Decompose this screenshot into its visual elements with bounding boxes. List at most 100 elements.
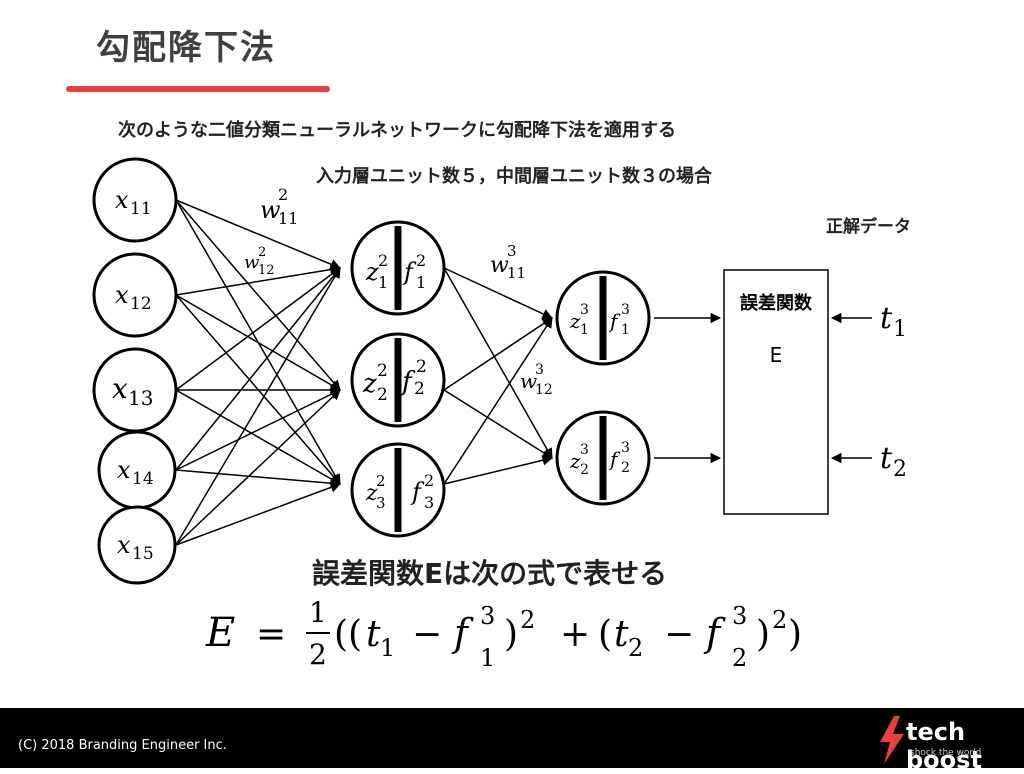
svg-text:2: 2 [628, 634, 643, 662]
svg-text:2: 2 [278, 185, 288, 204]
target-t1: t 1 [880, 301, 907, 342]
svg-text:z: z [365, 481, 378, 506]
weight-label-w3-11: w 3 11 [490, 242, 526, 282]
svg-text:z: z [569, 449, 581, 473]
svg-text:): ) [788, 614, 802, 655]
network-diagram: x 11 x 12 x 13 x 14 x 15 z 2 1 f 2 1 z 2… [92, 157, 907, 672]
svg-text:3: 3 [732, 602, 747, 630]
svg-text:2: 2 [258, 245, 266, 260]
svg-text:2: 2 [414, 379, 425, 399]
output-node-1: z 3 1 f 3 1 [555, 270, 651, 366]
weight-label-w3-12: w 3 12 [520, 362, 553, 398]
input-node-3: x 13 [92, 347, 178, 433]
input-node-4: x 14 [97, 430, 177, 510]
svg-text:f: f [703, 611, 726, 655]
footer-bar: (C) 2018 Branding Engineer Inc. tech boo… [0, 708, 1024, 774]
svg-text:2: 2 [378, 251, 388, 270]
svg-text:1: 1 [380, 634, 395, 662]
svg-text:x: x [117, 531, 131, 559]
svg-text:((: (( [334, 614, 362, 655]
svg-text:2: 2 [621, 460, 630, 476]
teacher-data-label: 正解データ [826, 217, 911, 237]
svg-text:t: t [366, 614, 381, 655]
svg-text:2: 2 [309, 638, 327, 671]
svg-text:11: 11 [507, 264, 526, 282]
condition-text: 入力層ユニット数５，中間層ユニット数３の場合 [316, 166, 712, 187]
target-loss-connections [830, 312, 872, 464]
svg-text:): ) [756, 614, 770, 655]
input-node-2: x 12 [92, 252, 178, 338]
hidden-node-2: z 2 2 f 2 2 [350, 332, 446, 428]
input-hidden-connections [175, 199, 342, 546]
svg-text:−: − [664, 614, 694, 655]
svg-text:w: w [244, 252, 260, 273]
svg-text:12: 12 [258, 263, 275, 278]
svg-text:z: z [365, 258, 379, 286]
output-node-2: z 3 2 f 3 2 [555, 410, 651, 506]
svg-text:3: 3 [507, 242, 517, 260]
svg-text:=: = [256, 614, 286, 655]
svg-text:1: 1 [309, 596, 327, 629]
svg-text:2: 2 [416, 251, 426, 270]
output-loss-connections [654, 312, 722, 464]
svg-text:3: 3 [621, 302, 630, 318]
hidden-output-connections [443, 267, 554, 485]
svg-text:12: 12 [535, 382, 553, 398]
intro-text: 次のような二値分類ニューラルネットワークに勾配降下法を適用する [118, 120, 676, 141]
svg-text:): ) [504, 614, 518, 655]
svg-text:3: 3 [376, 494, 386, 512]
svg-text:3: 3 [424, 493, 434, 512]
input-node-1: x 11 [92, 157, 178, 243]
svg-text:x: x [117, 456, 131, 484]
svg-text:3: 3 [621, 440, 630, 456]
svg-text:2: 2 [377, 361, 388, 381]
hidden-node-3: z 2 3 f 2 3 [350, 442, 446, 538]
slide-title: 勾配降下法 [96, 28, 276, 68]
svg-text:1: 1 [378, 273, 388, 292]
svg-text:1: 1 [893, 317, 907, 342]
svg-text:t: t [880, 441, 893, 476]
svg-text:t: t [880, 301, 893, 336]
svg-text:w: w [490, 253, 509, 278]
svg-text:11: 11 [130, 199, 152, 219]
svg-text:f: f [451, 611, 474, 655]
svg-text:x: x [115, 281, 129, 309]
svg-text:3: 3 [480, 602, 495, 630]
lightning-bolt-icon [880, 716, 904, 764]
svg-text:x: x [115, 186, 129, 214]
svg-text:w: w [520, 369, 537, 393]
svg-text:2: 2 [580, 462, 589, 478]
svg-text:3: 3 [535, 362, 544, 378]
svg-text:(: ( [598, 614, 612, 655]
svg-text:1: 1 [580, 322, 589, 338]
target-t2: t 2 [880, 441, 907, 482]
logo-tagline: shock the world [910, 748, 982, 758]
svg-text:2: 2 [732, 644, 747, 672]
svg-text:14: 14 [132, 469, 154, 489]
title-underline [66, 86, 330, 92]
svg-text:13: 13 [128, 386, 153, 410]
svg-text:1: 1 [621, 322, 630, 338]
svg-text:+: + [560, 614, 590, 655]
input-node-5: x 15 [97, 505, 177, 585]
svg-text:1: 1 [480, 644, 495, 672]
logo-wordmark: tech boost [906, 718, 982, 774]
tech-boost-logo: tech boost shock the world [872, 714, 1022, 774]
svg-text:2: 2 [772, 606, 787, 634]
svg-text:2: 2 [376, 472, 386, 490]
svg-text:z: z [362, 369, 377, 399]
svg-text:t: t [614, 614, 629, 655]
svg-text:3: 3 [580, 442, 589, 458]
weight-label-w2-11: w 2 11 [260, 185, 298, 228]
hidden-node-1: z 2 1 f 2 1 [350, 220, 446, 316]
loss-function-box: 誤差関数 E [723, 269, 829, 515]
expression-label: 誤差関数Eは次の式で表せる [312, 557, 668, 590]
svg-text:E: E [770, 343, 783, 367]
svg-text:−: − [412, 614, 442, 655]
svg-text:2: 2 [416, 357, 427, 377]
svg-text:2: 2 [893, 457, 907, 482]
svg-text:2: 2 [377, 385, 388, 405]
svg-text:2: 2 [424, 471, 434, 490]
svg-text:12: 12 [130, 294, 152, 314]
loss-formula: E = 1 2 (( t 1 − f 3 1 ) 2 + ( t 2 − f 3… [205, 596, 802, 672]
